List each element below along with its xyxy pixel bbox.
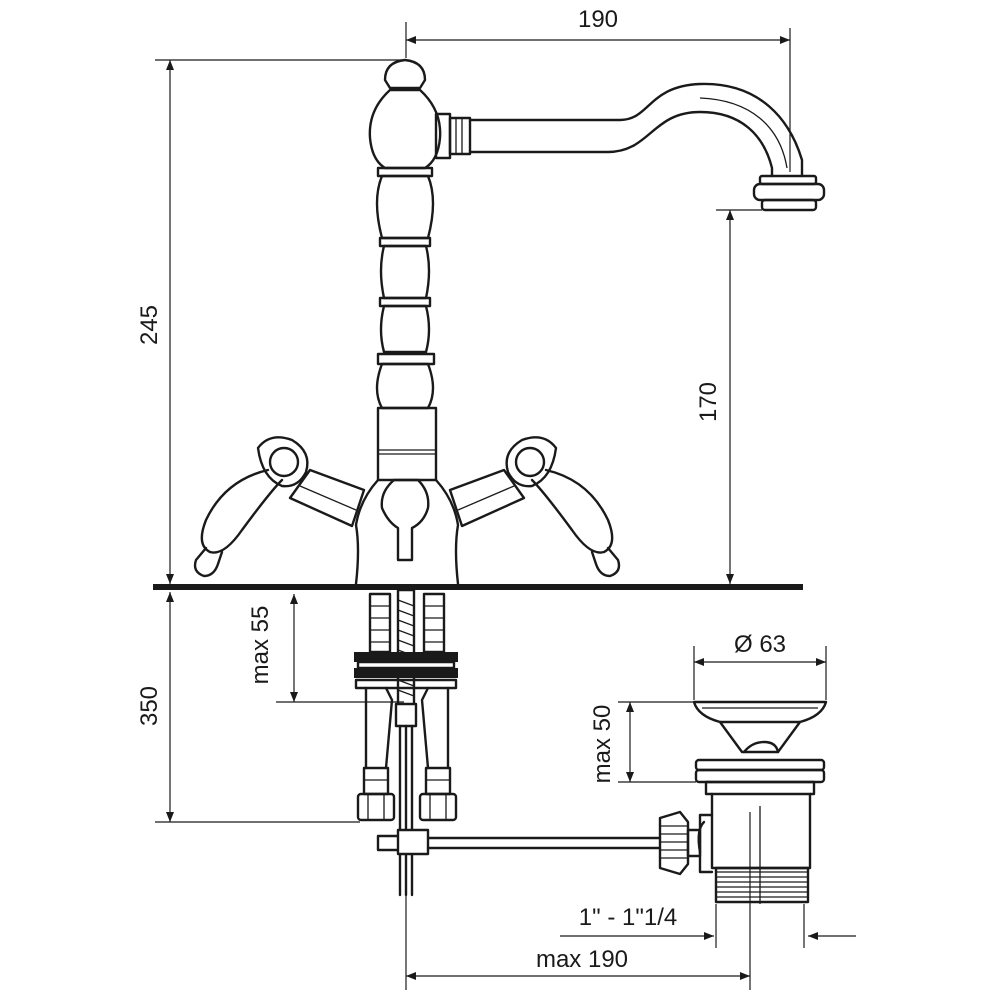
deck-line	[153, 584, 803, 590]
label-hose-length: 350	[136, 686, 163, 726]
label-max-deck-thickness: max 55	[247, 606, 274, 685]
label-total-height: 245	[136, 305, 163, 345]
label-spout-reach: 190	[578, 6, 618, 33]
under-deck-assembly	[354, 588, 662, 897]
label-waste-diameter: Ø 63	[734, 631, 786, 658]
label-rod-length: max 190	[536, 946, 628, 973]
dimension-lines	[155, 22, 856, 990]
right-handle	[448, 436, 621, 578]
label-waste-thread: 1" - 1"1/4	[579, 904, 677, 931]
label-spout-height: 170	[695, 382, 722, 422]
label-waste-max-thickness: max 50	[589, 705, 616, 784]
mixer-tap	[193, 58, 826, 586]
left-handle	[193, 436, 366, 578]
pop-up-waste	[658, 700, 828, 904]
